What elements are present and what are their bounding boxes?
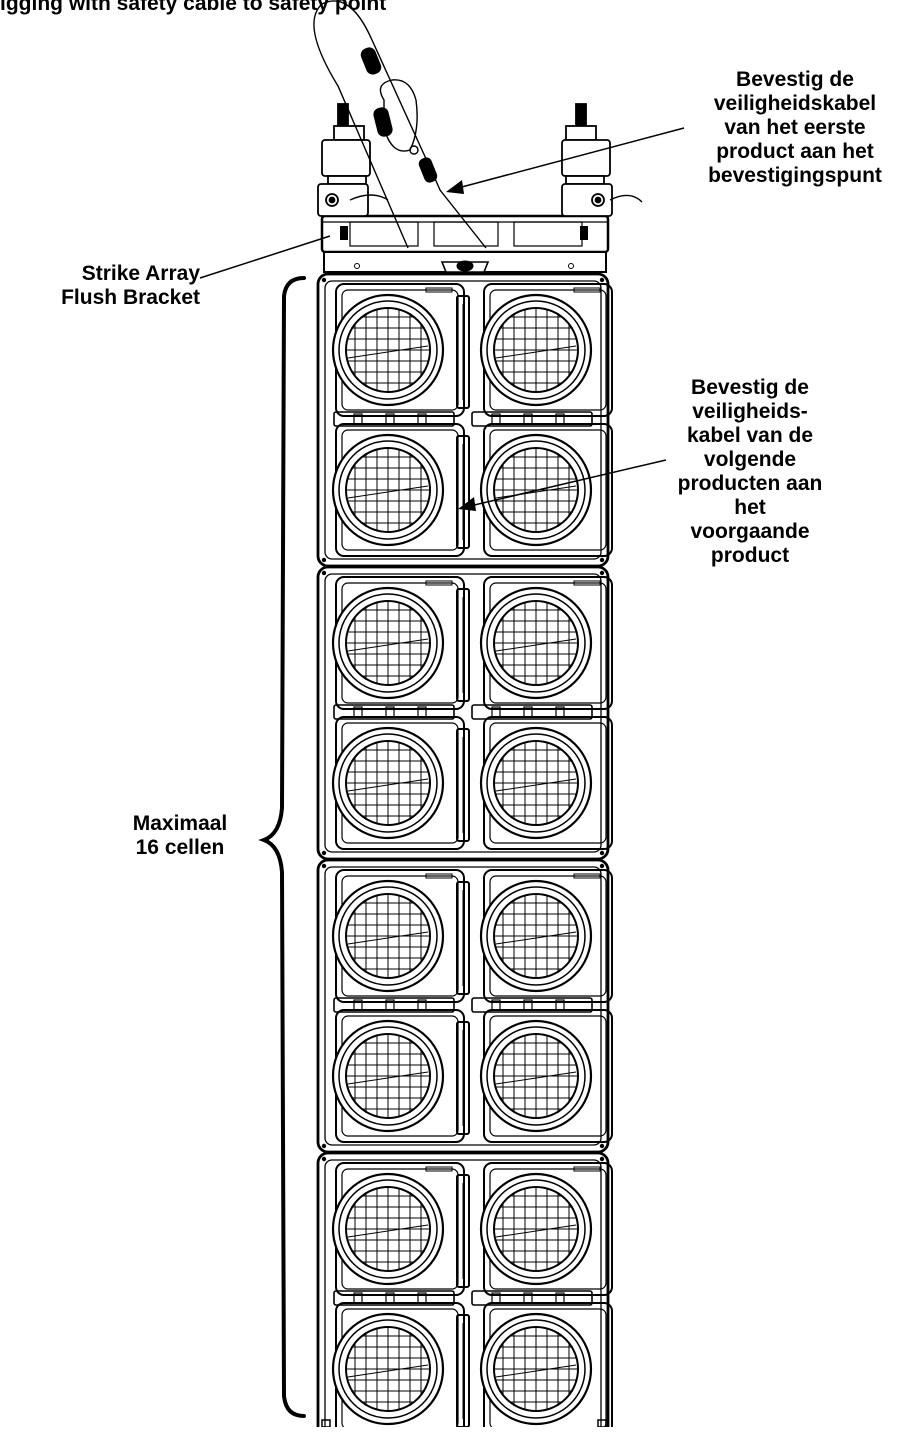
max-cells-label: Maximaal 16 cellen: [132, 812, 228, 859]
bracket-label: Strike Array Flush Bracket: [61, 262, 200, 309]
left-clamp: [317, 103, 389, 217]
cabinet-3: [318, 860, 612, 1152]
right-clamp: [561, 103, 643, 217]
flush-bracket: [320, 214, 610, 273]
cabinet-4: [318, 1153, 612, 1427]
page-heading: igging with safety cable to safety point: [0, 0, 387, 15]
safety-cable: [313, 0, 487, 249]
first-product-label: Bevestig de veiligheidskabel van het eer…: [708, 68, 882, 187]
cabinet-2: [318, 567, 612, 859]
cabinet-1: [318, 274, 612, 566]
callout-lines: [199, 127, 685, 511]
following-products-label: Bevestig de veiligheids- kabel van de vo…: [677, 376, 823, 567]
max-cells-brace: [258, 276, 306, 1418]
